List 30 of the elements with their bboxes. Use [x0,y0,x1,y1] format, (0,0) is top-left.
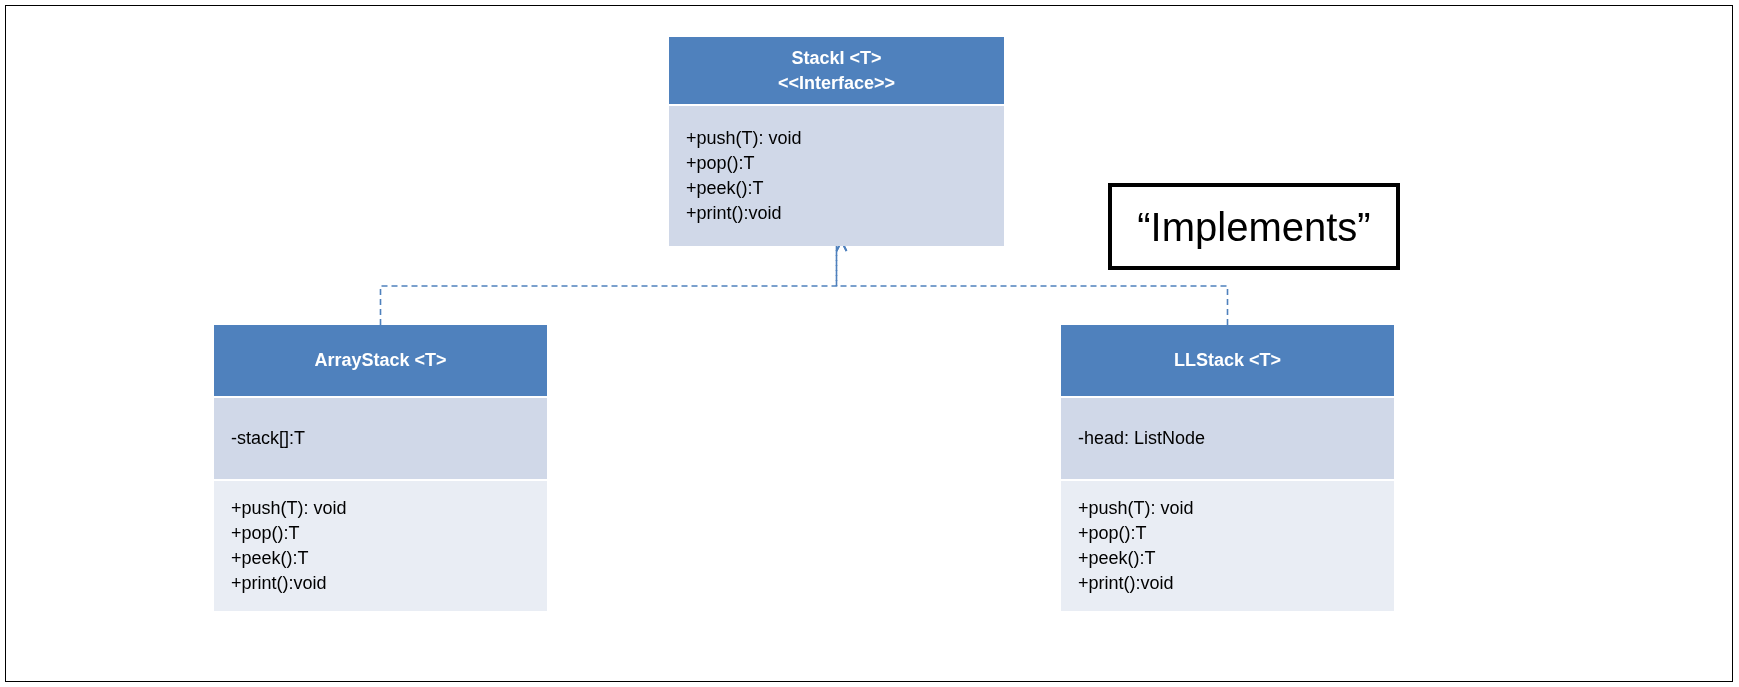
member-text: +print():void [1078,571,1175,595]
class-name: LLStack <T> [1173,349,1281,372]
member-text: +print():void [231,571,328,595]
class-compartment [214,398,547,479]
class-compartment [669,106,1004,246]
class-compartment [1061,480,1394,611]
note-text: “Implements” [1137,203,1371,251]
note-box [1108,183,1400,270]
member-text: -stack[]:T [231,426,306,450]
class-compartment [1061,398,1394,479]
member-text: +push(T): void [686,127,803,151]
class-header [214,325,547,396]
member-text: +peek():T [1078,546,1157,570]
class-box [214,325,547,611]
class-compartment [214,480,547,611]
member-text: -head: ListNode [1078,426,1207,450]
member-text: +pop():T [1078,521,1148,545]
class-header [669,37,1004,105]
member-text: +pop():T [231,521,301,545]
member-text: +peek():T [231,546,310,570]
class-header [1061,325,1394,396]
member-text: +print():void [686,202,783,226]
class-name: StackI <T> <<Interface>> [776,46,897,95]
member-text: +peek():T [686,177,765,201]
class-box [669,37,1004,246]
member-text: +push(T): void [231,496,348,520]
class-box [1061,325,1394,611]
class-name: ArrayStack <T> [314,349,447,372]
member-text: +pop():T [686,152,756,176]
member-text: +push(T): void [1078,496,1195,520]
